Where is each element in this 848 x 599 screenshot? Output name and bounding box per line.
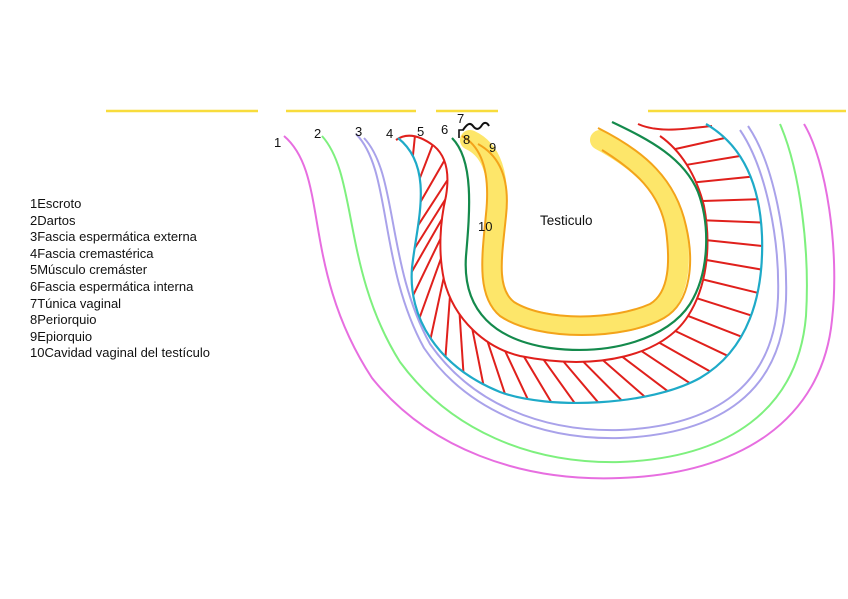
number-label-3: 3 [355,124,362,139]
cremaster-hatch-line [413,199,447,249]
number-label-2: 2 [314,126,321,141]
dartos-layer [321,123,808,464]
musculo-cremaster-layer [410,136,763,404]
cremaster-hatch-line [658,341,711,373]
number-label-4: 4 [386,126,393,141]
cremaster-hatch-line [444,297,451,357]
cremaster-hatch-line [602,359,646,398]
fascia-externa-layer-inner [363,129,780,432]
periorquio-edge [461,127,691,336]
cremaster-hatch-line [674,137,726,151]
cremaster-hatch-line [686,155,741,166]
epiorquio-edge [477,143,670,318]
cremaster-hatch-line [429,278,445,339]
cremaster-hatch-line [542,359,576,404]
cremaster-hatch-line [674,330,728,357]
number-label-5: 5 [417,124,424,139]
cremaster-hatch-line [504,350,529,400]
legend-item-7: 7Túnica vaginal [30,295,122,311]
periorquio-marker [458,129,464,138]
legend: 1Escroto 2Dartos 3Fascia espermática ext… [30,196,210,362]
cremaster-hatch-line [411,136,416,157]
legend-item-8: 8Periorquio [30,312,97,328]
testicle-label: Testiculo [540,213,593,228]
musculo-cremaster-left-edge [395,134,709,363]
cremaster-hatch-line [695,175,751,184]
cremaster-hatch-line [687,314,742,338]
cremaster-hatch-line [621,356,669,392]
cremaster-hatch-line [418,144,434,179]
cremaster-hatch-line [410,218,443,273]
cremaster-hatch-line [696,297,752,317]
cremaster-hatch-line [702,278,758,294]
cremaster-hatch-line [471,329,485,385]
tunica-vaginal-squiggle [462,121,490,131]
cremaster-hatch-line [707,239,763,247]
cremaster-hatch-line [486,341,506,395]
fascia-externa-layer-outer [355,125,788,440]
legend-item-4: 4Fascia cremastérica [30,245,154,261]
number-label-9: 9 [489,140,496,155]
cremaster-hatch-line [640,350,691,384]
cremaster-hatch-line [458,314,465,372]
cremaster-hatch-line [702,198,758,202]
cremaster-hatch-line [706,219,762,224]
cremaster-hatch-line [419,160,446,203]
musculo-cremaster-top-edge [637,123,713,131]
number-label-1: 1 [274,135,281,150]
legend-item-10: 10Cavidad vaginal del testículo [30,345,210,361]
legend-item-2: 2Dartos [30,212,76,228]
cremaster-hatch-line [706,259,762,271]
fascia-cremasterica-layer [397,123,764,405]
fascia-interna-layer [451,121,708,351]
number-label-8: 8 [463,132,470,147]
legend-item-5: 5Músculo cremáster [30,262,148,278]
legend-item-6: 6Fascia espermática interna [30,278,194,294]
legend-item-1: 1Escroto [30,196,82,211]
escroto-layer [283,123,836,480]
vaginal-band [460,130,689,336]
cremaster-hatch-line [582,360,623,401]
number-label-6: 6 [441,122,448,137]
cremaster-hatch-line [523,356,552,403]
cremaster-hatch-line [418,258,442,319]
cremaster-hatch-line [417,179,449,226]
legend-item-3: 3Fascia espermática externa [30,229,197,245]
number-label-10: 10 [478,219,492,234]
cremaster-hatch-line [412,238,442,296]
number-label-7: 7 [457,111,464,126]
cremaster-hatch-line [562,360,599,403]
legend-item-9: 9Epiorquio [30,328,93,344]
